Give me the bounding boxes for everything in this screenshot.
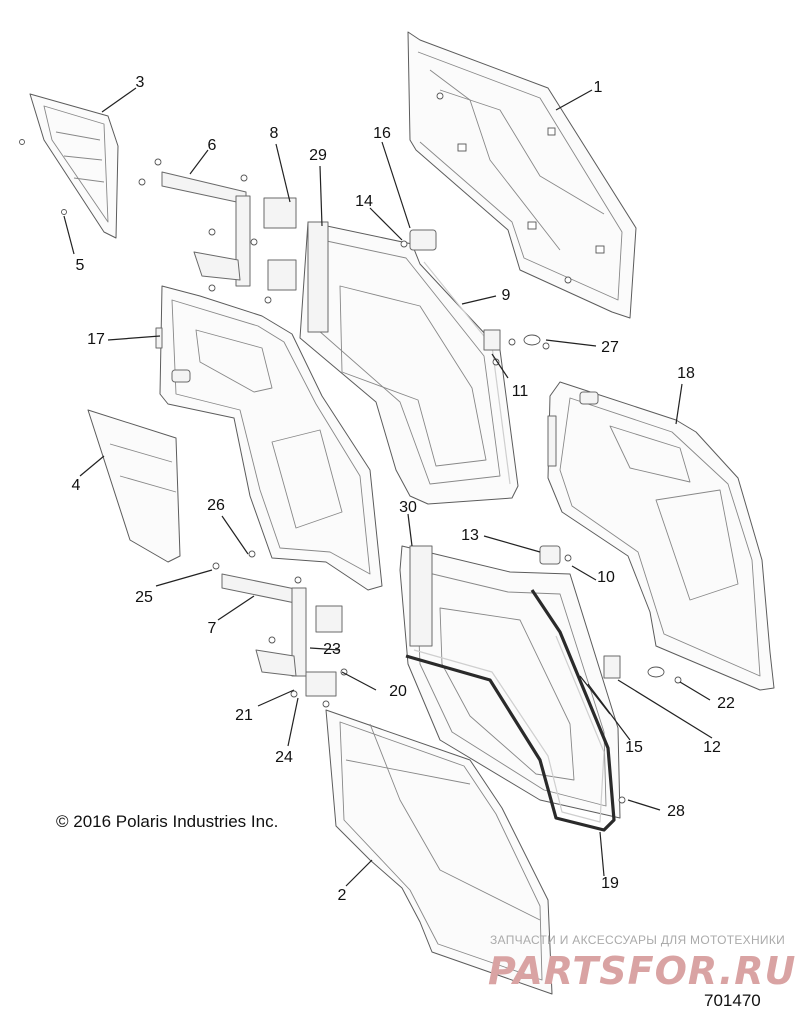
part-9-seal: [423, 261, 511, 485]
callout-9: 9: [502, 287, 511, 304]
callout-18: 18: [677, 365, 695, 382]
callout-27: 27: [601, 339, 619, 356]
callout-26: 26: [207, 497, 225, 514]
part-20-hinge-plate: [268, 605, 348, 708]
callout-21: 21: [235, 707, 253, 724]
callout-22: 22: [717, 695, 735, 712]
watermark-tagline: ЗАПЧАСТИ И АКСЕССУАРЫ ДЛЯ МОТОТЕХНИКИ: [490, 933, 785, 947]
part-4-panel: [87, 409, 181, 563]
callout-14: 14: [355, 193, 373, 210]
callout-11: 11: [512, 383, 529, 400]
part-18-inner-panel: [547, 381, 775, 691]
part-29-door-frame: [299, 221, 519, 505]
callout-10: 10: [597, 569, 615, 586]
callout-23: 23: [323, 641, 341, 658]
leader-lines: [63, 87, 713, 887]
drawing-number: 701470: [704, 991, 761, 1010]
part-27-hardware: [492, 334, 550, 366]
part-16-latch: [400, 229, 437, 251]
callout-labels: 1 2 3 4 5 6 7 8 9 10 11 12 13 14 15 16 1…: [72, 74, 735, 904]
callout-6: 6: [208, 137, 217, 154]
callout-25: 25: [135, 589, 153, 606]
part-8-hardware: [208, 197, 297, 304]
callout-3: 3: [136, 74, 145, 91]
callout-28: 28: [667, 803, 685, 820]
callout-4: 4: [72, 477, 81, 494]
part-12-hardware: [603, 655, 682, 804]
part-17-inner-panel: [155, 285, 383, 591]
callout-17: 17: [87, 331, 105, 348]
callout-5: 5: [76, 257, 85, 274]
callout-12: 12: [703, 739, 721, 756]
callout-15: 15: [625, 739, 643, 756]
callout-20: 20: [389, 683, 407, 700]
callout-24: 24: [275, 749, 293, 766]
part-30-door-frame: [399, 545, 621, 819]
watermark: ЗАПЧАСТИ И АКСЕССУАРЫ ДЛЯ МОТОТЕХНИКИ PA…: [488, 933, 796, 993]
watermark-logo: PARTSFOR.RU: [488, 949, 796, 993]
part-19-door-seal: [405, 589, 616, 832]
part-7-hinge: [212, 550, 307, 677]
callout-8: 8: [270, 125, 279, 142]
part-1-door-panel: [407, 31, 637, 319]
callout-2: 2: [338, 887, 347, 904]
part-3-panel: [19, 93, 119, 239]
callout-1: 1: [594, 79, 603, 96]
callout-7: 7: [208, 620, 217, 637]
callout-13: 13: [461, 527, 479, 544]
part-13-latch: [539, 545, 572, 565]
callout-19: 19: [601, 875, 619, 892]
part-6-hinge: [138, 158, 251, 287]
part-2-door-panel: [325, 709, 553, 995]
callout-16: 16: [373, 125, 391, 142]
callout-30: 30: [399, 499, 417, 516]
copyright-notice: © 2016 Polaris Industries Inc.: [56, 812, 278, 831]
callout-29: 29: [309, 147, 327, 164]
